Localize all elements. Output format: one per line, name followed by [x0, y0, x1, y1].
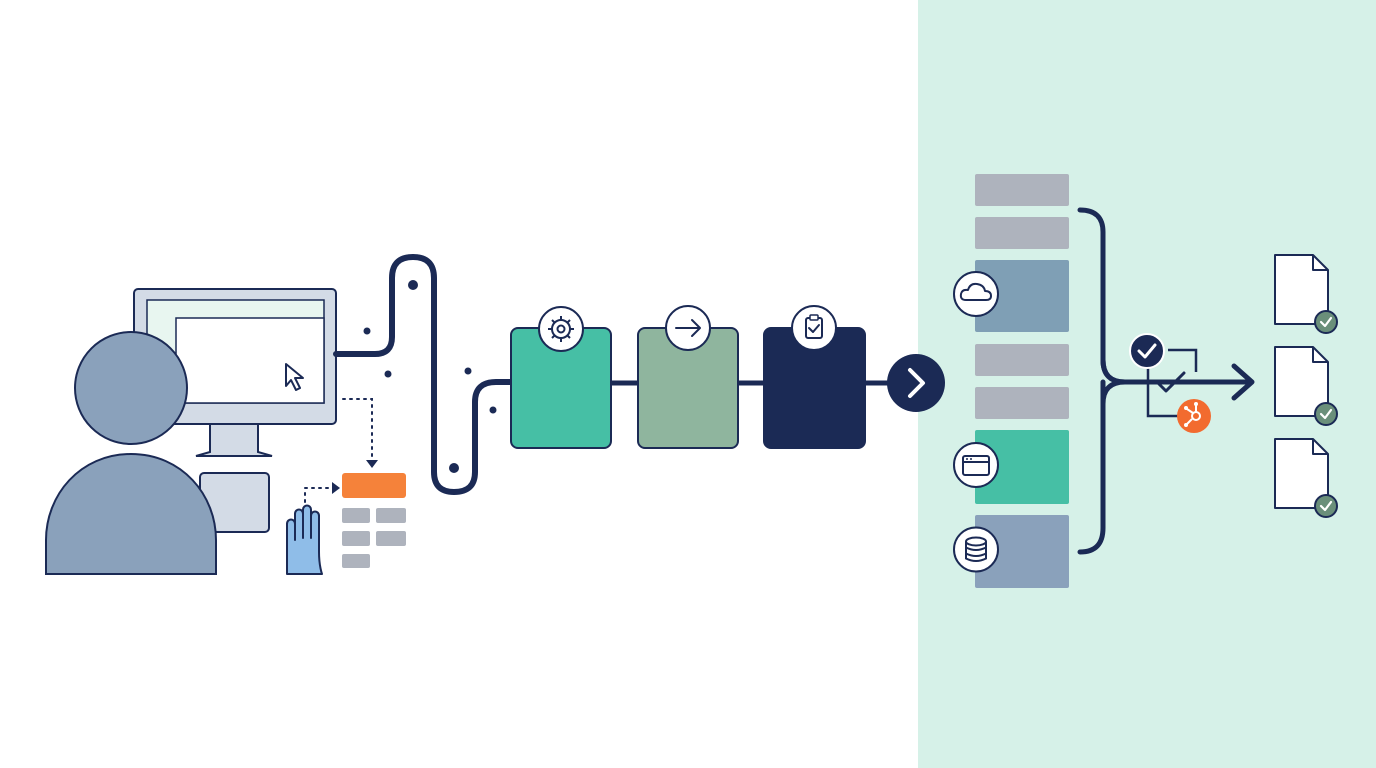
chevron-right-icon	[887, 354, 945, 412]
document-icon	[1274, 438, 1329, 509]
source-item-plain	[975, 344, 1069, 376]
source-item-plain	[975, 174, 1069, 206]
person-body	[45, 452, 217, 575]
output-document-2	[1274, 346, 1338, 426]
person-head	[74, 331, 188, 445]
check-circle-icon	[1129, 333, 1165, 369]
check-circle-icon	[1314, 402, 1338, 426]
user-at-computer	[45, 288, 406, 575]
cloud-icon	[953, 271, 999, 317]
browser-window-icon	[953, 442, 999, 488]
document-icon	[1274, 254, 1329, 325]
gear-icon	[538, 306, 584, 352]
merge-hub	[1122, 333, 1255, 433]
output-document-1	[1274, 254, 1338, 334]
output-document-3	[1274, 438, 1338, 518]
dotted-flow-down	[342, 398, 373, 463]
source-item-plain	[975, 217, 1069, 249]
arrow-right-icon	[665, 305, 711, 351]
pipeline-stages	[510, 305, 890, 449]
source-item-web	[953, 430, 1069, 504]
clipboard-check-icon	[791, 305, 837, 351]
field-grid	[342, 508, 406, 568]
check-circle-icon	[1314, 310, 1338, 334]
selected-field	[342, 473, 406, 498]
monitor-stand	[195, 423, 273, 457]
check-circle-icon	[1314, 494, 1338, 518]
hub-sprocket-icon	[1177, 399, 1211, 433]
hand-icon	[286, 504, 323, 575]
source-item-cloud	[953, 260, 1069, 332]
cursor-arrow-icon	[285, 363, 304, 391]
connector-dots	[363, 280, 497, 473]
output-documents	[1274, 254, 1338, 518]
document-icon	[1274, 346, 1329, 417]
database-icon	[953, 526, 999, 573]
winding-connector	[333, 254, 514, 495]
source-item-database	[953, 515, 1069, 588]
source-list	[953, 174, 1069, 588]
app-window	[175, 317, 325, 404]
dotted-flow-right	[304, 487, 333, 503]
source-item-plain	[975, 387, 1069, 419]
